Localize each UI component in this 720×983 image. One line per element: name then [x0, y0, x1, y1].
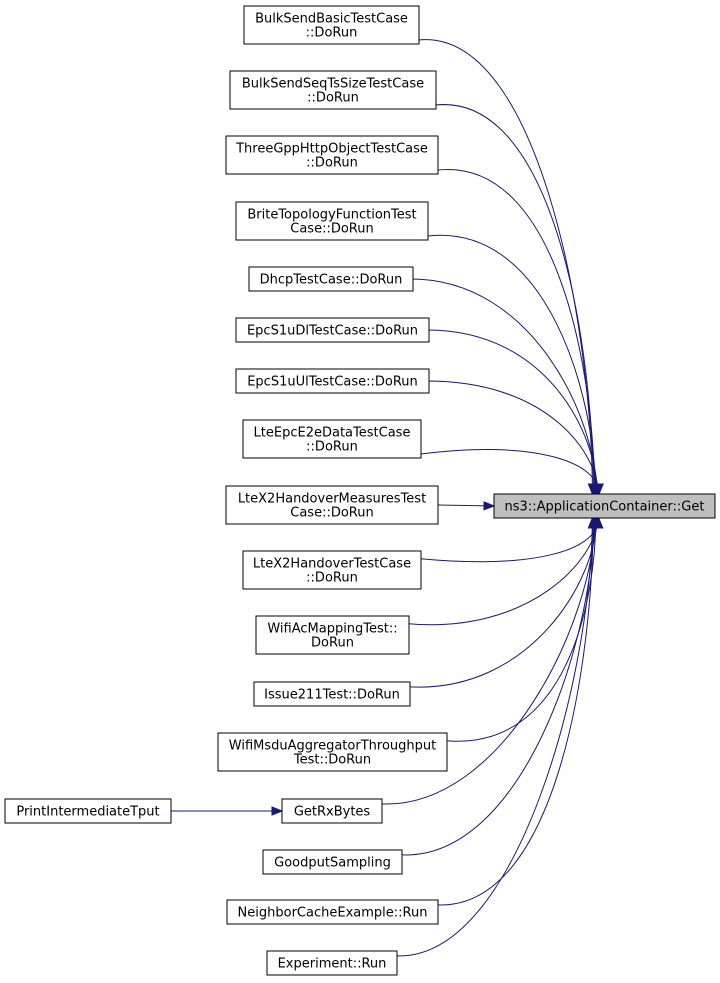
node-label: Test::DoRun: [293, 753, 371, 768]
caller-node-n1[interactable]: BulkSendBasicTestCase::DoRun: [243, 5, 420, 45]
node-label: LteX2HandoverTestCase: [253, 557, 411, 572]
node-box: [266, 950, 398, 976]
call-edge-n10: [418, 517, 600, 563]
node-box: [248, 266, 414, 292]
node-box: [235, 368, 430, 394]
node-label: Case::DoRun: [290, 506, 373, 521]
node-label: ::DoRun: [307, 91, 359, 106]
node-box: [243, 5, 420, 45]
node-box: [255, 615, 410, 655]
caller-node-n16[interactable]: NeighborCacheExample::Run: [226, 899, 439, 925]
caller-node-n17[interactable]: Experiment::Run: [266, 950, 398, 976]
arrowhead-n8: [594, 483, 604, 496]
node-label: ::DoRun: [306, 440, 358, 455]
node-label: ThreeGppHttpObjectTestCase: [235, 142, 428, 157]
node-label: ::DoRun: [306, 571, 358, 586]
call-edge-n16: [435, 517, 594, 906]
call-edge-n11: [406, 517, 599, 626]
node-label: WifiAcMappingTest::: [267, 622, 397, 637]
node-box: [226, 899, 439, 925]
node-box: [229, 70, 437, 110]
node-label: PrintIntermediateTput: [16, 805, 159, 820]
node-label: BulkSendSeqTsSizeTestCase: [242, 77, 424, 92]
node-box: [225, 485, 439, 525]
node-box: [235, 201, 429, 241]
node-label: Case::DoRun: [290, 222, 373, 237]
node-label: WifiMsduAggregatorThroughput: [229, 739, 436, 754]
node-box: [253, 681, 411, 707]
node-label: EpcS1uUlTestCase::DoRun: [247, 375, 418, 390]
caller-node-n12[interactable]: Issue211Test::DoRun: [253, 681, 411, 707]
call-edge-n1: [416, 39, 593, 495]
caller-node-n18[interactable]: PrintIntermediateTput: [4, 798, 172, 824]
node-label: EpcS1uDlTestCase::DoRun: [247, 324, 418, 339]
caller-node-n5[interactable]: DhcpTestCase::DoRun: [248, 266, 414, 292]
node-label: GetRxBytes: [294, 805, 371, 820]
call-edge-n6: [426, 329, 598, 495]
call-edge-n14: [379, 517, 596, 805]
node-label: Experiment::Run: [278, 957, 387, 972]
edges-layer: [171, 39, 604, 957]
node-label: Issue211Test::DoRun: [264, 688, 400, 703]
call-edge-n2: [433, 104, 594, 495]
node-label: BulkSendBasicTestCase: [255, 12, 408, 27]
node-box: [242, 419, 422, 459]
call-edge-n3: [435, 169, 596, 495]
node-label: LteEpcE2eDataTestCase: [254, 426, 411, 441]
call-edge-n13: [444, 517, 597, 742]
node-label: DhcpTestCase::DoRun: [260, 273, 403, 288]
caller-node-n8[interactable]: LteEpcE2eDataTestCase::DoRun: [242, 419, 422, 459]
node-label: ::DoRun: [306, 26, 358, 41]
caller-node-n10[interactable]: LteX2HandoverTestCase::DoRun: [242, 550, 422, 590]
node-label: NeighborCacheExample::Run: [238, 906, 428, 921]
node-label: LteX2HandoverMeasuresTest: [238, 492, 426, 507]
node-label: ns3::ApplicationContainer::Get: [505, 500, 705, 515]
node-box: [493, 493, 716, 519]
node-box: [4, 798, 172, 824]
node-box: [225, 135, 439, 175]
call-edge-n12: [407, 517, 598, 688]
caller-node-n3[interactable]: ThreeGppHttpObjectTestCase::DoRun: [225, 135, 439, 175]
node-box: [281, 798, 383, 824]
node-label: BriteTopologyFunctionTest: [247, 208, 416, 223]
node-label: ::DoRun: [306, 156, 358, 171]
call-edge-n8: [418, 449, 600, 495]
target-node[interactable]: ns3::ApplicationContainer::Get: [493, 493, 716, 519]
call-edge-n17: [394, 517, 593, 957]
arrowhead-n18: [271, 806, 284, 816]
caller-node-n2[interactable]: BulkSendSeqTsSizeTestCase::DoRun: [229, 70, 437, 110]
node-box: [217, 732, 448, 772]
caller-node-n7[interactable]: EpcS1uUlTestCase::DoRun: [235, 368, 430, 394]
node-box: [262, 849, 403, 875]
arrowhead-n17: [587, 516, 598, 529]
node-box: [235, 317, 430, 343]
nodes-layer: BulkSendBasicTestCase::DoRunBulkSendSeqT…: [4, 5, 716, 976]
caller-node-n14[interactable]: GetRxBytes: [281, 798, 383, 824]
call-edge-n4: [425, 234, 597, 495]
caller-node-n6[interactable]: EpcS1uDlTestCase::DoRun: [235, 317, 430, 343]
arrowhead-n9: [483, 501, 496, 511]
node-label: DoRun: [311, 636, 354, 651]
call-edge-n7: [426, 380, 599, 495]
caller-node-n15[interactable]: GoodputSampling: [262, 849, 403, 875]
caller-node-n11[interactable]: WifiAcMappingTest::DoRun: [255, 615, 410, 655]
node-box: [242, 550, 422, 590]
node-label: GoodputSampling: [274, 856, 391, 871]
